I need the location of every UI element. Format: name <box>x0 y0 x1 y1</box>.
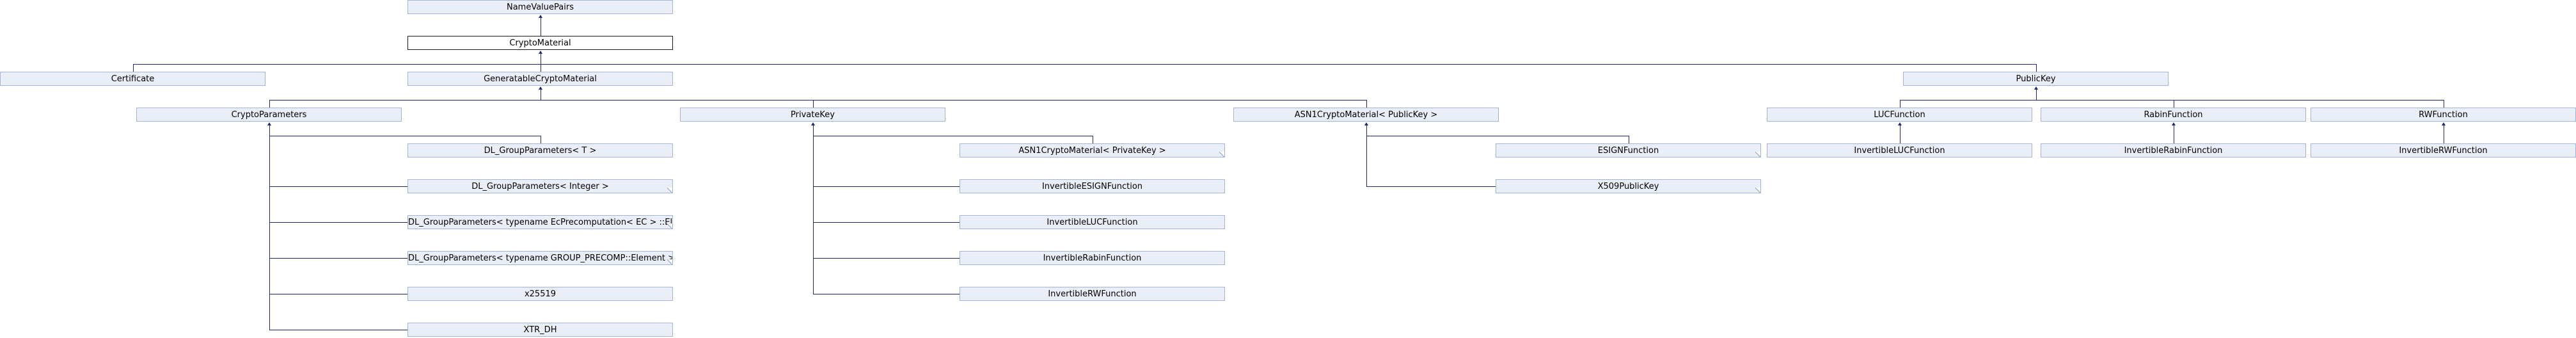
class-node-label: CryptoMaterial <box>509 38 571 48</box>
inheritance-stem <box>2036 90 2037 100</box>
inheritance-arrow <box>1898 122 1902 125</box>
class-node-label: InvertibleRWFunction <box>2399 146 2488 156</box>
inheritance-stub <box>1366 186 1496 187</box>
inheritance-bus <box>269 100 1366 101</box>
class-node-inv_esign[interactable]: InvertibleESIGNFunction <box>960 179 1225 193</box>
class-node-rwfunction[interactable]: RWFunction <box>2311 108 2576 122</box>
inheritance-stub <box>269 222 407 223</box>
inheritance-arrow <box>539 15 542 18</box>
inheritance-stub <box>269 186 407 187</box>
class-node-inv_rabin_r[interactable]: InvertibleRabinFunction <box>2041 143 2306 157</box>
class-node-inv_rw_r[interactable]: InvertibleRWFunction <box>2311 143 2576 157</box>
inheritance-drop <box>133 64 134 72</box>
inheritance-arrow <box>539 86 542 90</box>
class-node-asn1pub[interactable]: ASN1CryptoMaterial< PublicKey > <box>1233 108 1499 122</box>
class-node-dlgp_integer[interactable]: DL_GroupParameters< Integer > <box>407 179 673 193</box>
inheritance-spine <box>269 125 270 330</box>
inheritance-arrow <box>811 122 815 125</box>
class-node-label: RabinFunction <box>2144 110 2203 120</box>
class-node-label: XTR_DH <box>523 325 557 335</box>
class-node-label: DL_GroupParameters< typename EcPrecomput… <box>408 218 673 227</box>
class-node-label: DL_GroupParameters< Integer > <box>471 182 609 191</box>
class-node-dlgp_groupprecomp[interactable]: DL_GroupParameters< typename GROUP_PRECO… <box>407 251 673 265</box>
inheritance-bus <box>1900 100 2444 101</box>
class-node-inv_luc_mid[interactable]: InvertibleLUCFunction <box>960 215 1225 229</box>
class-node-inv_rabin_mid[interactable]: InvertibleRabinFunction <box>960 251 1225 265</box>
inheritance-drop <box>1366 100 1367 108</box>
inheritance-stub <box>813 222 960 223</box>
class-node-dlgp_ecprecomp[interactable]: DL_GroupParameters< typename EcPrecomput… <box>407 215 673 229</box>
class-node-lucfunction[interactable]: LUCFunction <box>1767 108 2032 122</box>
class-node-label: x25519 <box>524 289 557 299</box>
inheritance-arrow <box>539 51 542 54</box>
class-node-label: DL_GroupParameters< typename GROUP_PRECO… <box>408 254 673 263</box>
class-node-inv_luc_r[interactable]: InvertibleLUCFunction <box>1767 143 2032 157</box>
inheritance-stub <box>813 186 960 187</box>
class-node-x25519[interactable]: x25519 <box>407 287 673 301</box>
class-node-label: InvertibleLUCFunction <box>1047 218 1138 227</box>
class-node-label: ASN1CryptoMaterial< PublicKey > <box>1294 110 1438 120</box>
class-node-asn1priv[interactable]: ASN1CryptoMaterial< PrivateKey > <box>960 143 1225 157</box>
class-node-xtr_dh[interactable]: XTR_DH <box>407 323 673 337</box>
class-node-label: PublicKey <box>2016 74 2056 84</box>
class-node-cryptoparameters[interactable]: CryptoParameters <box>136 108 402 122</box>
inheritance-arrow <box>2034 86 2038 90</box>
class-node-label: CryptoParameters <box>231 110 307 120</box>
inheritance-arrow <box>1364 122 1368 125</box>
class-node-generatablecrypto[interactable]: GeneratableCryptoMaterial <box>407 72 673 86</box>
inheritance-stub <box>813 258 960 259</box>
class-node-label: Certificate <box>111 74 155 84</box>
class-node-label: NameValuePairs <box>506 3 574 12</box>
inheritance-spine <box>813 125 814 294</box>
class-node-label: InvertibleRWFunction <box>1048 289 1137 299</box>
inheritance-drop <box>269 100 270 108</box>
inheritance-drop <box>2036 64 2037 72</box>
class-node-label: ESIGNFunction <box>1597 146 1659 156</box>
class-node-publickey[interactable]: PublicKey <box>1903 72 2169 86</box>
class-node-esignfunction[interactable]: ESIGNFunction <box>1496 143 1761 157</box>
class-node-privatekey[interactable]: PrivateKey <box>680 108 945 122</box>
inheritance-bus <box>133 64 2036 65</box>
class-node-label: RWFunction <box>2419 110 2468 120</box>
class-node-namevaluepairs[interactable]: NameValuePairs <box>407 0 673 14</box>
inheritance-stub <box>269 258 407 259</box>
class-node-label: InvertibleRabinFunction <box>1043 254 1142 263</box>
inheritance-spine <box>1366 125 1367 186</box>
class-node-dlgp_t[interactable]: DL_GroupParameters< T > <box>407 143 673 157</box>
class-node-label: InvertibleLUCFunction <box>1854 146 1945 156</box>
class-node-cryptomaterial: CryptoMaterial <box>407 36 673 50</box>
class-node-inv_rw_mid[interactable]: InvertibleRWFunction <box>960 287 1225 301</box>
class-node-label: X509PublicKey <box>1597 182 1659 191</box>
inheritance-arrow <box>267 122 271 125</box>
class-node-label: PrivateKey <box>791 110 835 120</box>
class-node-label: GeneratableCryptoMaterial <box>484 74 597 84</box>
class-node-label: ASN1CryptoMaterial< PrivateKey > <box>1018 146 1166 156</box>
class-node-label: DL_GroupParameters< T > <box>484 146 597 156</box>
class-node-x509publickey[interactable]: X509PublicKey <box>1496 179 1761 193</box>
class-node-rabinfunction[interactable]: RabinFunction <box>2041 108 2306 122</box>
class-node-label: LUCFunction <box>1874 110 1925 120</box>
inheritance-drop <box>813 100 814 108</box>
class-node-label: InvertibleESIGNFunction <box>1041 182 1143 191</box>
class-node-label: InvertibleRabinFunction <box>2124 146 2223 156</box>
class-node-certificate[interactable]: Certificate <box>0 72 265 86</box>
inheritance-arrow <box>2442 122 2446 125</box>
inheritance-arrow <box>2172 122 2176 125</box>
